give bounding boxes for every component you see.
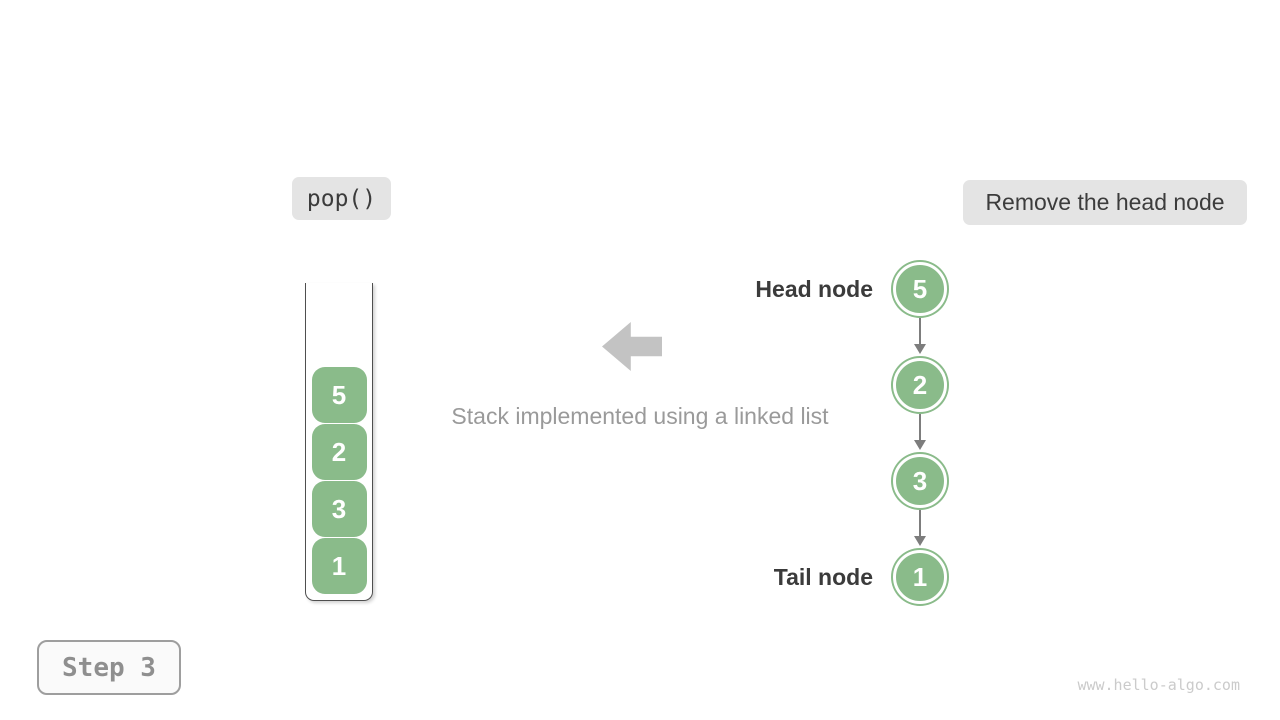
operation-label: pop(): [292, 177, 391, 220]
connector-arrowhead-icon: [914, 536, 926, 546]
connector-arrow-line: [919, 510, 921, 536]
linked-list-node: 3: [893, 454, 947, 508]
stack-item: 5: [311, 367, 367, 423]
connector-arrow-line: [919, 318, 921, 344]
head-node-label: Head node: [755, 276, 873, 302]
linked-list-node: 5: [893, 262, 947, 316]
watermark-text: www.hello-algo.com: [1077, 676, 1240, 694]
connector-arrowhead-icon: [914, 344, 926, 354]
stack-container: 5 2 3 1: [305, 283, 373, 601]
linked-list-node: 1: [893, 550, 947, 604]
stack-item: 3: [311, 481, 367, 537]
tail-node-label: Tail node: [773, 564, 873, 590]
linked-list-node: 2: [893, 358, 947, 412]
connector-arrow-line: [919, 414, 921, 440]
step-indicator: Step 3: [37, 640, 181, 695]
stack-item: 1: [311, 538, 367, 594]
connector-arrowhead-icon: [914, 440, 926, 450]
left-block-arrow-icon: [602, 322, 662, 371]
stack-item: 2: [311, 424, 367, 480]
diagram-caption: Stack implemented using a linked list: [451, 403, 829, 429]
step-description-label: Remove the head node: [963, 180, 1247, 225]
